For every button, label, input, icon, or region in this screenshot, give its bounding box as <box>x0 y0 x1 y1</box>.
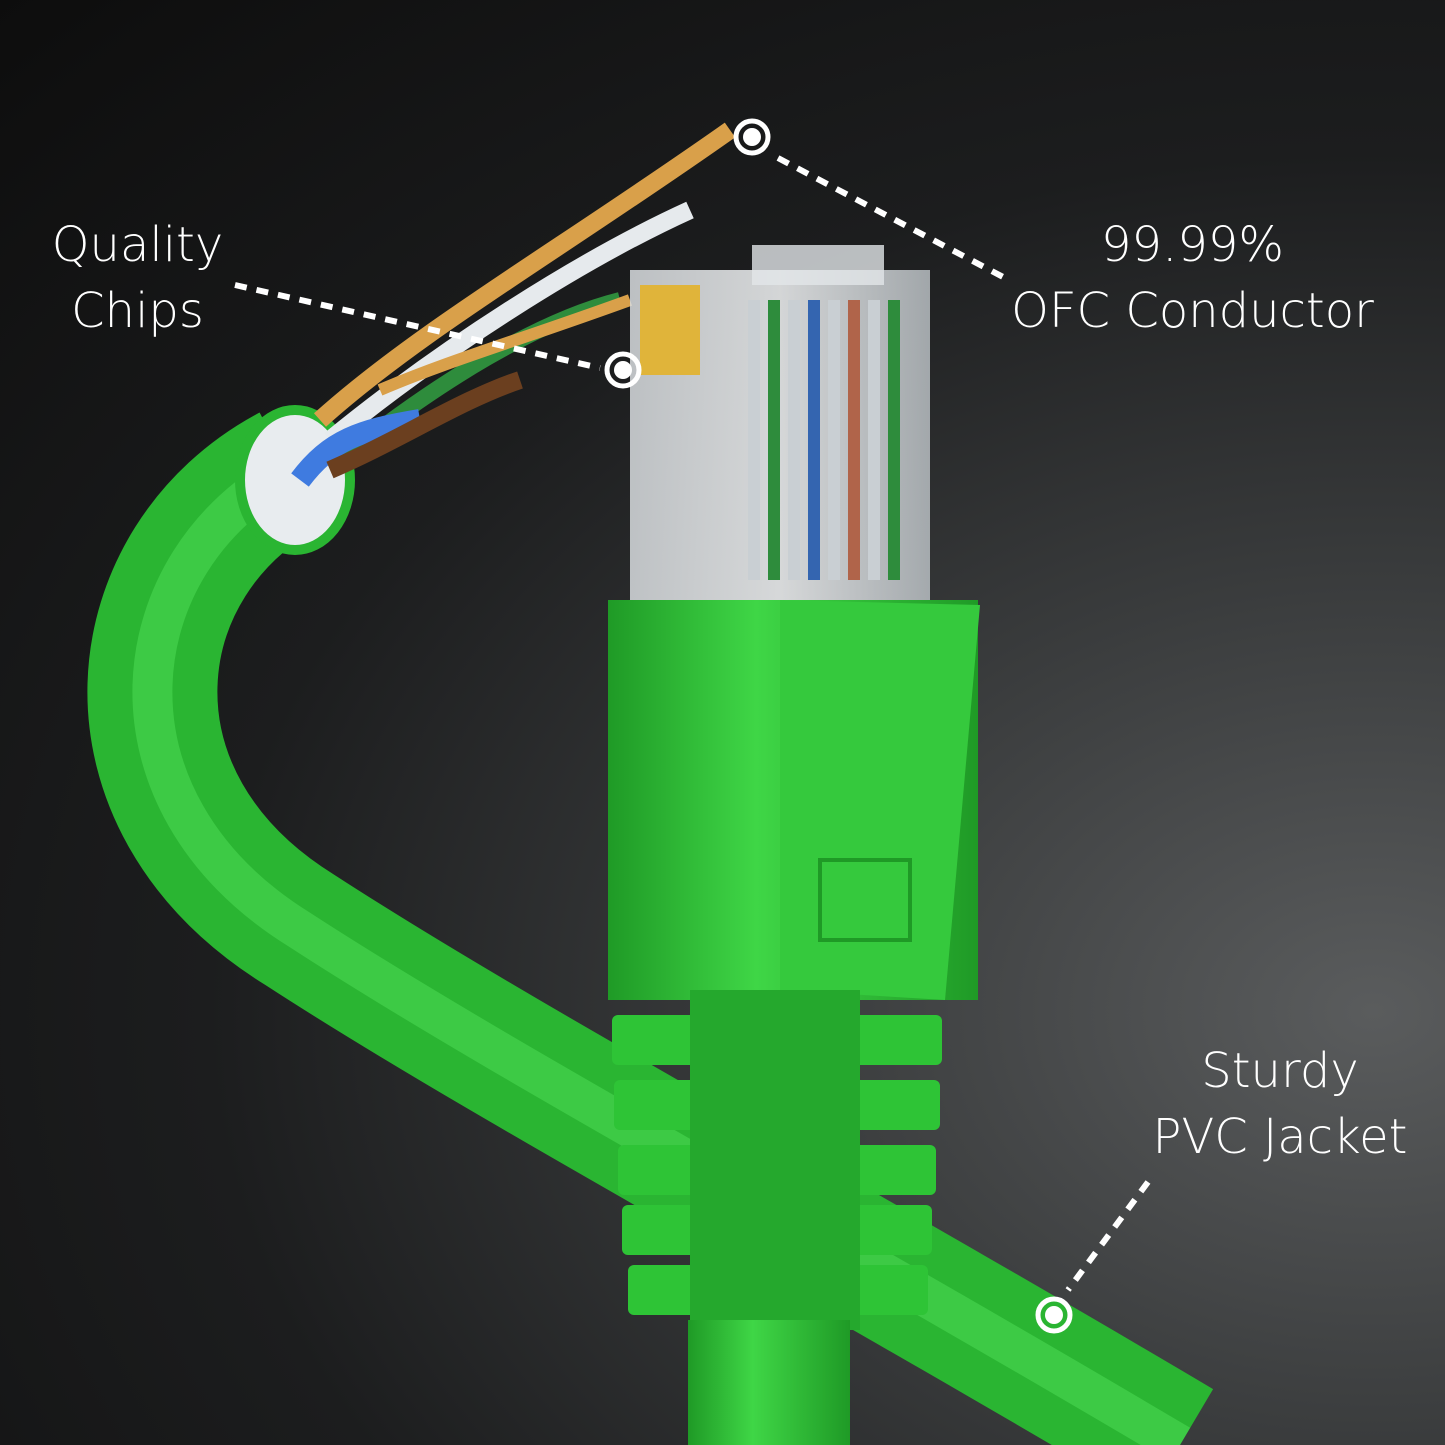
callout-ofc-conductor: 99.99% OFC Conductor <box>990 212 1395 344</box>
cable-bottom <box>688 1320 850 1445</box>
callout-line1: Quality <box>51 217 224 273</box>
callout-line-pvc <box>1065 1180 1151 1292</box>
callout-pvc-jacket: Sturdy PVC Jacket <box>1125 1038 1435 1170</box>
rj45-pins <box>748 300 900 580</box>
callout-line2: OFC Conductor <box>1011 283 1374 339</box>
callout-line2: PVC Jacket <box>1152 1109 1408 1165</box>
strain-relief-ribs <box>612 990 942 1330</box>
callout-line1: 99.99% <box>1100 217 1285 273</box>
callout-line1: Sturdy <box>1201 1043 1359 1099</box>
callout-markers <box>604 118 1073 1334</box>
callout-line2: Chips <box>71 283 204 339</box>
callout-line-quality <box>234 282 601 371</box>
callout-quality-chips: Quality Chips <box>40 212 235 344</box>
